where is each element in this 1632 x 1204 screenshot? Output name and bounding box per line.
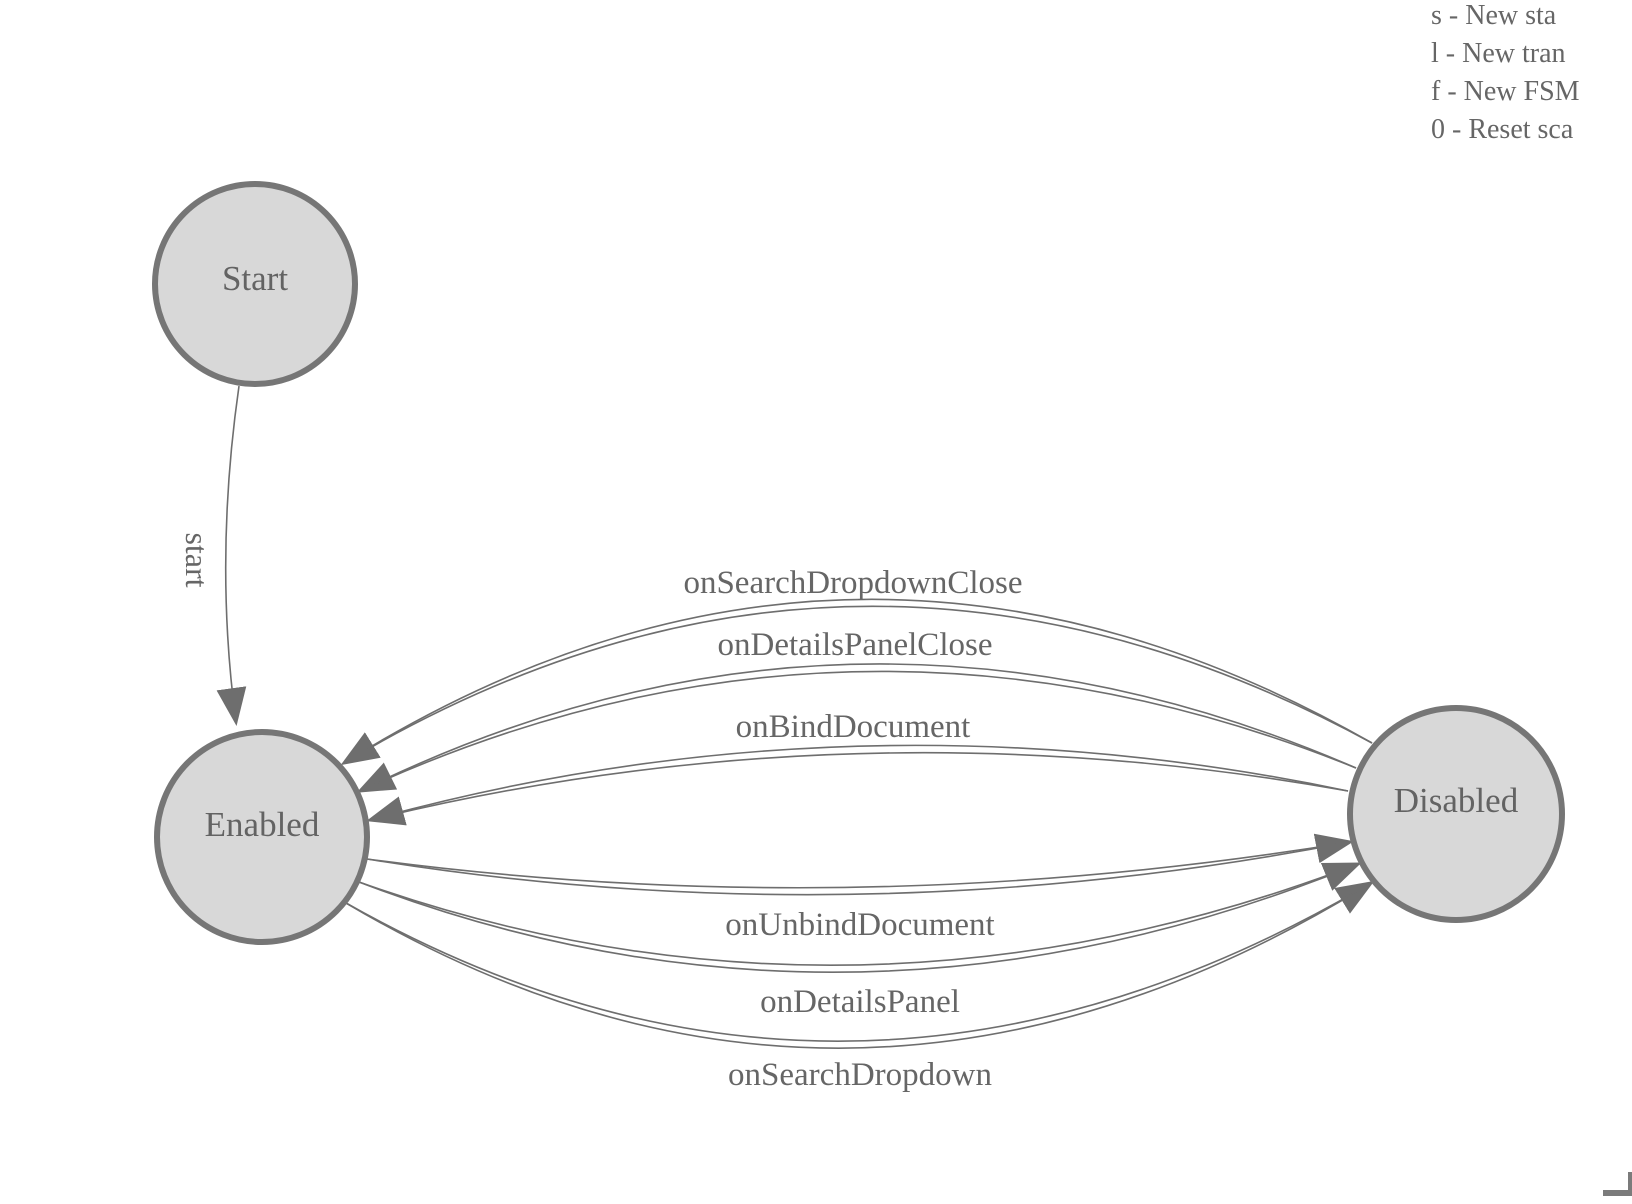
transition-onUnbindDocument-path[interactable] — [366, 833, 1354, 896]
corner-fragment — [1603, 1172, 1632, 1196]
transition-onSearchDropdownClose-path2[interactable] — [343, 605, 1373, 764]
transition-onSearchDropdownClose-path[interactable] — [340, 598, 1373, 766]
transition-onDetailsPanel-label[interactable]: onDetailsPanel — [760, 984, 960, 1020]
transition-onSearchDropdown-path2[interactable] — [345, 882, 1372, 1042]
corner-fragment-horizontal — [1603, 1190, 1632, 1196]
transition-onBindDocument-path2[interactable] — [369, 751, 1349, 821]
transition-onSearchDropdownClose[interactable]: onSearchDropdownClose — [340, 565, 1373, 766]
transition-onDetailsPanel-path[interactable] — [358, 862, 1362, 973]
transition-onDetailsPanel-path2[interactable] — [358, 863, 1359, 966]
shortcut-legend: s - New sta l - New tran f - New FSM 0 -… — [1431, 0, 1580, 149]
transition-onDetailsPanelClose[interactable]: onDetailsPanelClose — [356, 627, 1357, 793]
transition-onSearchDropdownClose-label[interactable]: onSearchDropdownClose — [683, 565, 1022, 601]
legend-line-new-fsm: f - New FSM — [1431, 76, 1580, 107]
transition-onSearchDropdown-label[interactable]: onSearchDropdown — [728, 1057, 992, 1093]
transition-onSearchDropdown[interactable]: onSearchDropdown — [345, 880, 1375, 1093]
transition-onBindDocument-label[interactable]: onBindDocument — [736, 709, 971, 745]
transition-onBindDocument-path[interactable] — [366, 744, 1349, 826]
state-start-label: Start — [222, 259, 288, 298]
state-start[interactable]: Start — [152, 181, 358, 387]
transition-onUnbindDocument-label[interactable]: onUnbindDocument — [725, 907, 994, 943]
transition-onDetailsPanel[interactable]: onDetailsPanel — [358, 862, 1362, 1020]
state-enabled-label: Enabled — [205, 805, 320, 844]
transition-onDetailsPanelClose-label[interactable]: onDetailsPanelClose — [718, 627, 993, 663]
transition-onDetailsPanelClose-path2[interactable] — [359, 670, 1357, 792]
legend-line-reset-scale: 0 - Reset sca — [1431, 114, 1574, 145]
transition-onBindDocument[interactable]: onBindDocument — [366, 709, 1349, 826]
transition-onUnbindDocument[interactable]: onUnbindDocument — [366, 833, 1354, 943]
legend-line-new-transition: l - New tran — [1431, 38, 1566, 69]
legend-line-new-state: s - New sta — [1431, 0, 1557, 31]
transition-start-path[interactable] — [216, 385, 247, 726]
state-enabled-circle[interactable] — [154, 729, 370, 945]
state-enabled[interactable]: Enabled — [154, 729, 370, 945]
state-disabled-circle[interactable] — [1347, 705, 1565, 923]
state-disabled[interactable]: Disabled — [1347, 705, 1565, 923]
transition-onSearchDropdown-path[interactable] — [345, 880, 1375, 1049]
state-start-circle[interactable] — [152, 181, 358, 387]
state-disabled-label: Disabled — [1394, 781, 1519, 820]
transition-onDetailsPanelClose-path[interactable] — [356, 663, 1357, 793]
transition-onUnbindDocument-path2[interactable] — [366, 841, 1351, 889]
transition-start[interactable]: start — [179, 385, 247, 726]
corner-fragment-vertical — [1628, 1172, 1632, 1196]
transition-start-label[interactable]: start — [179, 532, 215, 587]
